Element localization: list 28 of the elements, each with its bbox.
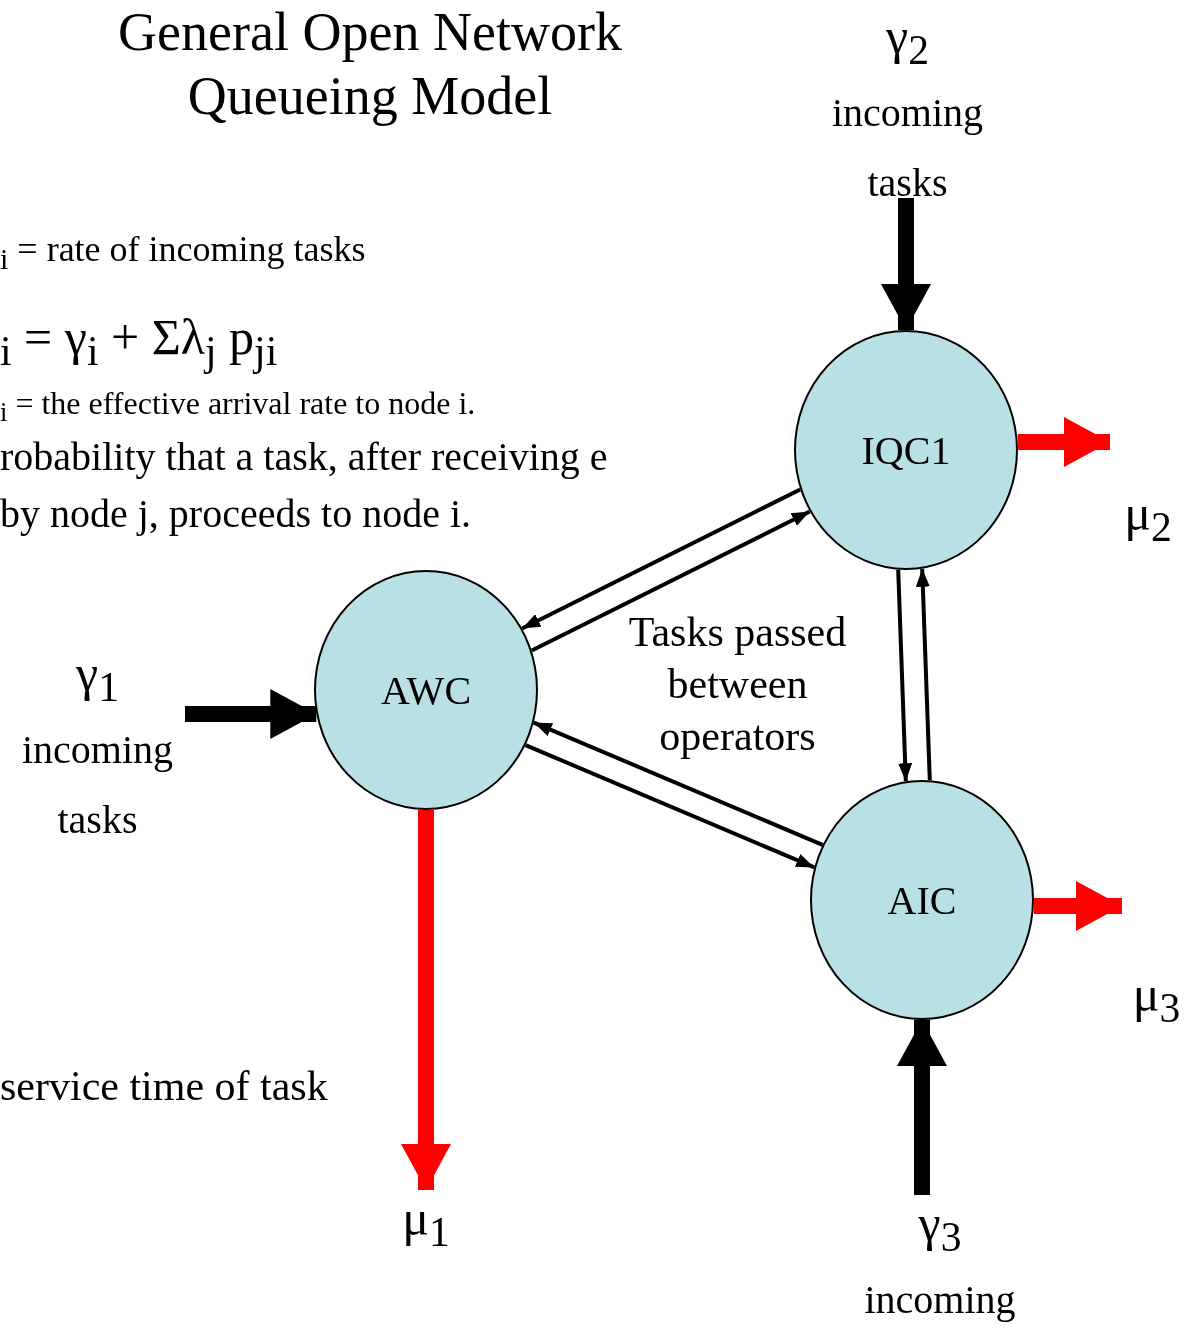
arrow xyxy=(530,509,811,653)
formula-text: $_{i}$ = γ$_{i}$ + Σλ$_{j}$ p$_{ji}$ xyxy=(0,308,278,375)
arrow xyxy=(897,1020,947,1195)
formula-text: $_{i}$ = rate of incoming tasks xyxy=(0,228,366,277)
annotation-text: Tasks passed between operators xyxy=(627,608,848,761)
formula-text: robability that a task, after receiving e by node j, proceeds to node i. xyxy=(0,433,609,538)
arrow xyxy=(533,720,824,847)
arrow xyxy=(185,689,317,739)
arrow xyxy=(401,810,451,1190)
arrow xyxy=(1033,881,1122,931)
arrow xyxy=(896,569,913,782)
arrow xyxy=(521,487,802,631)
queue-circle: AWC xyxy=(314,570,538,810)
rate-label: γ$_{1}$ incoming tasks xyxy=(10,645,185,840)
rate-label: μ$_{2}$ xyxy=(1110,415,1186,550)
queue-circle: AIC xyxy=(810,780,1034,1020)
rate-label: γ$_{3}$ incoming xyxy=(850,1195,1030,1320)
title: General Open Network Queueing Model xyxy=(117,1,623,128)
queue-circle: IQC1 xyxy=(794,330,1018,570)
arrow xyxy=(1017,417,1110,467)
arrow xyxy=(881,198,931,330)
formula-text: $_{i}$ = the effective arrival rate to node i. xyxy=(0,385,476,429)
arrow xyxy=(915,568,932,781)
rate-label: γ$_{2}$ incoming tasks xyxy=(820,8,995,198)
rate-label: μ$_{3}$ xyxy=(1122,878,1191,1033)
rate-label: μ$_{1}$ xyxy=(390,1190,462,1254)
formula-text: service time of task xyxy=(0,1062,328,1110)
arrow xyxy=(524,743,815,870)
